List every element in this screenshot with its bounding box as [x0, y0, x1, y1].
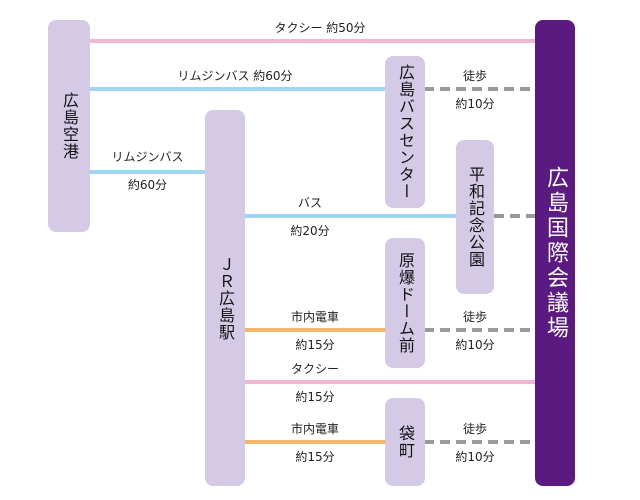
jr-taxi-time-label: 約15分 [295, 390, 335, 404]
jr-tram-fukuro-time-label: 約15分 [295, 450, 335, 464]
walk-genbaku-mode-label: 徒歩 [462, 310, 487, 324]
jr-taxi-line [245, 380, 538, 384]
walk-fukuro-time-label: 約10分 [455, 450, 495, 464]
airport-taxi-line [90, 39, 538, 43]
walk-genbaku-time-label: 約10分 [455, 338, 495, 352]
heiwa-label: 平和記念公園 [466, 166, 485, 268]
walk-fukuro-mode-label: 徒歩 [462, 422, 487, 436]
jr-taxi-mode-label: タクシー [290, 362, 339, 376]
airport-limo-jr-mode-label: リムジンバス [111, 150, 184, 164]
jr-bus-time-label: 約20分 [290, 224, 330, 238]
fukuromachi-label: 袋町 [396, 425, 415, 459]
airport-limo-bc-line [90, 87, 385, 91]
walk-bc-time-label: 約10分 [455, 97, 495, 111]
jr-tram-genbaku-time-label: 約15分 [295, 338, 335, 352]
walk-genbaku-dash [424, 328, 536, 332]
airport-taxi-label: タクシー 約50分 [274, 21, 366, 35]
icc-label: 広島国際会議場 [543, 165, 568, 341]
jr-tram-fukuro-mode-label: 市内電車 [290, 422, 339, 436]
airport-limo-jr-line [90, 170, 208, 174]
airport-label: 広島空港 [60, 92, 79, 160]
bus-center-label: 広島バスセンター [396, 64, 415, 200]
genbaku-node: 原爆ドーム前 [385, 238, 425, 368]
genbaku-label: 原爆ドーム前 [396, 252, 415, 354]
walk-bc-mode-label: 徒歩 [462, 69, 487, 83]
icc-node: 広島国際会議場 [535, 20, 575, 486]
jr-station-node: ＪＲ広島駅 [205, 110, 245, 486]
bus-center-node: 広島バスセンター [385, 56, 425, 208]
heiwa-node: 平和記念公園 [456, 140, 494, 294]
airport-node: 広島空港 [48, 20, 90, 232]
walk-fukuro-dash [424, 440, 536, 444]
jr-station-label: ＪＲ広島駅 [216, 255, 235, 341]
jr-tram-genbaku-line [245, 328, 385, 332]
airport-limo-jr-time-label: 約60分 [127, 178, 168, 192]
airport-limo-bc-label: リムジンバス 約60分 [177, 69, 293, 83]
jr-tram-genbaku-mode-label: 市内電車 [290, 310, 339, 324]
walk-bc-dash [424, 87, 536, 91]
jr-bus-line [245, 214, 458, 218]
jr-tram-fukuro-line [245, 440, 385, 444]
fukuromachi-node: 袋町 [385, 398, 425, 486]
jr-bus-mode-label: バス [297, 196, 322, 210]
heiwa-walk-dash [494, 214, 536, 218]
